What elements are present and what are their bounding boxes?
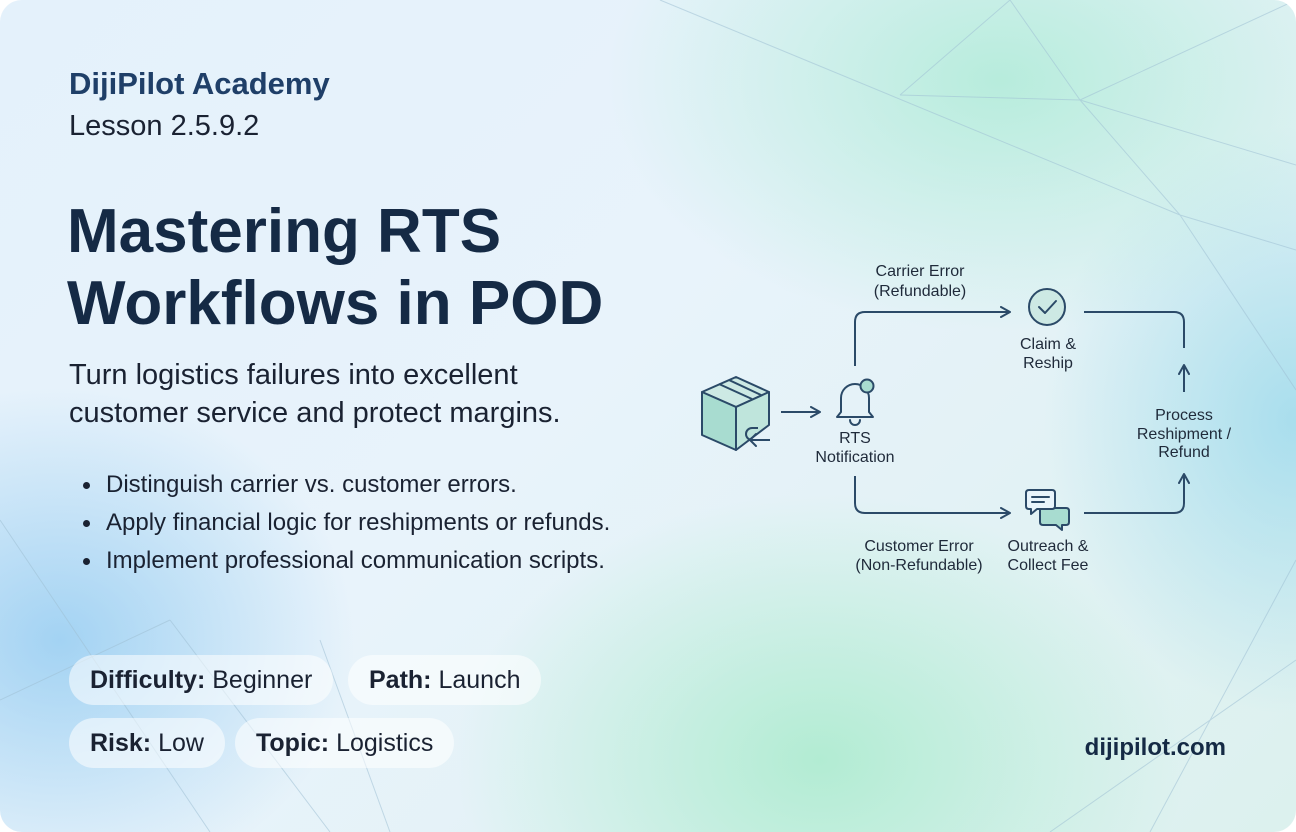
title-line-1: Mastering RTS — [67, 197, 502, 266]
process-label-line-3: Refund — [1158, 444, 1210, 461]
claim-label-line-2: Reship — [1023, 355, 1073, 372]
subtitle-line-1: Turn logistics failures into excellent — [69, 359, 518, 391]
lesson-number: Lesson 2.5.9.2 — [69, 110, 260, 142]
tag-key: Risk: — [90, 729, 152, 757]
customer-error-label-line-2: (Non-Refundable) — [855, 557, 982, 574]
tag-key: Path: — [369, 666, 432, 694]
risk-tag: Risk: Low — [69, 718, 225, 768]
brand-name: DijiPilot Academy — [69, 66, 330, 101]
list-item-text: Distinguish carrier vs. customer errors. — [106, 471, 517, 498]
carrier-error-label-line-2: (Refundable) — [874, 283, 967, 300]
website-link[interactable]: dijipilot.com — [1084, 734, 1226, 761]
list-item: Implement professional communication scr… — [69, 542, 610, 580]
subtitle: Turn logistics failures into excellent c… — [69, 356, 669, 432]
box-return-icon — [701, 376, 770, 451]
title-line-2: Workflows in POD — [67, 269, 604, 338]
topic-tag: Topic: Logistics — [235, 718, 455, 768]
claim-label-line-1: Claim & — [1020, 336, 1076, 353]
path-tag: Path: Launch — [348, 655, 542, 705]
list-item-text: Apply financial logic for reshipments or… — [106, 509, 611, 536]
bell-icon — [836, 378, 875, 426]
customer-error-label-line-1: Customer Error — [864, 538, 974, 555]
difficulty-tag: Difficulty: Beginner — [69, 655, 334, 705]
customer-branch-connector — [854, 476, 1011, 519]
bullet-dot — [83, 558, 90, 565]
list-item: Apply financial logic for reshipments or… — [69, 504, 610, 542]
page-title: Mastering RTS Workflows in POD — [67, 196, 707, 340]
bullet-dot — [83, 520, 90, 527]
tag-value: Launch — [438, 666, 521, 694]
list-item-text: Implement professional communication scr… — [106, 547, 605, 574]
outreach-label-line-2: Collect Fee — [1008, 557, 1089, 574]
tag-key: Difficulty: — [90, 666, 206, 694]
tag-value: Logistics — [336, 729, 434, 757]
tag-value: Low — [158, 729, 204, 757]
notification-label-line-2: Notification — [815, 449, 894, 466]
carrier-branch-connector — [854, 306, 1011, 366]
outreach-label-line-1: Outreach & — [1008, 538, 1089, 555]
list-item: Distinguish carrier vs. customer errors. — [69, 466, 610, 504]
notification-label-line-1: RTS — [839, 430, 871, 447]
claim-to-process-connector — [1084, 311, 1185, 348]
tag-value: Beginner — [212, 666, 313, 694]
subtitle-line-2: customer service and protect margins. — [69, 397, 561, 429]
process-label-line-2: Reshipment / — [1137, 426, 1232, 443]
outreach-to-process-connector — [1084, 473, 1190, 514]
chat-bubbles-icon — [1025, 489, 1070, 531]
learning-objectives: Distinguish carrier vs. customer errors.… — [69, 466, 610, 580]
tag-key: Topic: — [256, 729, 330, 757]
check-circle-icon — [1028, 288, 1066, 326]
bullet-dot — [83, 482, 90, 489]
carrier-error-label-line-1: Carrier Error — [876, 263, 966, 280]
process-label-line-1: Process — [1155, 407, 1213, 424]
